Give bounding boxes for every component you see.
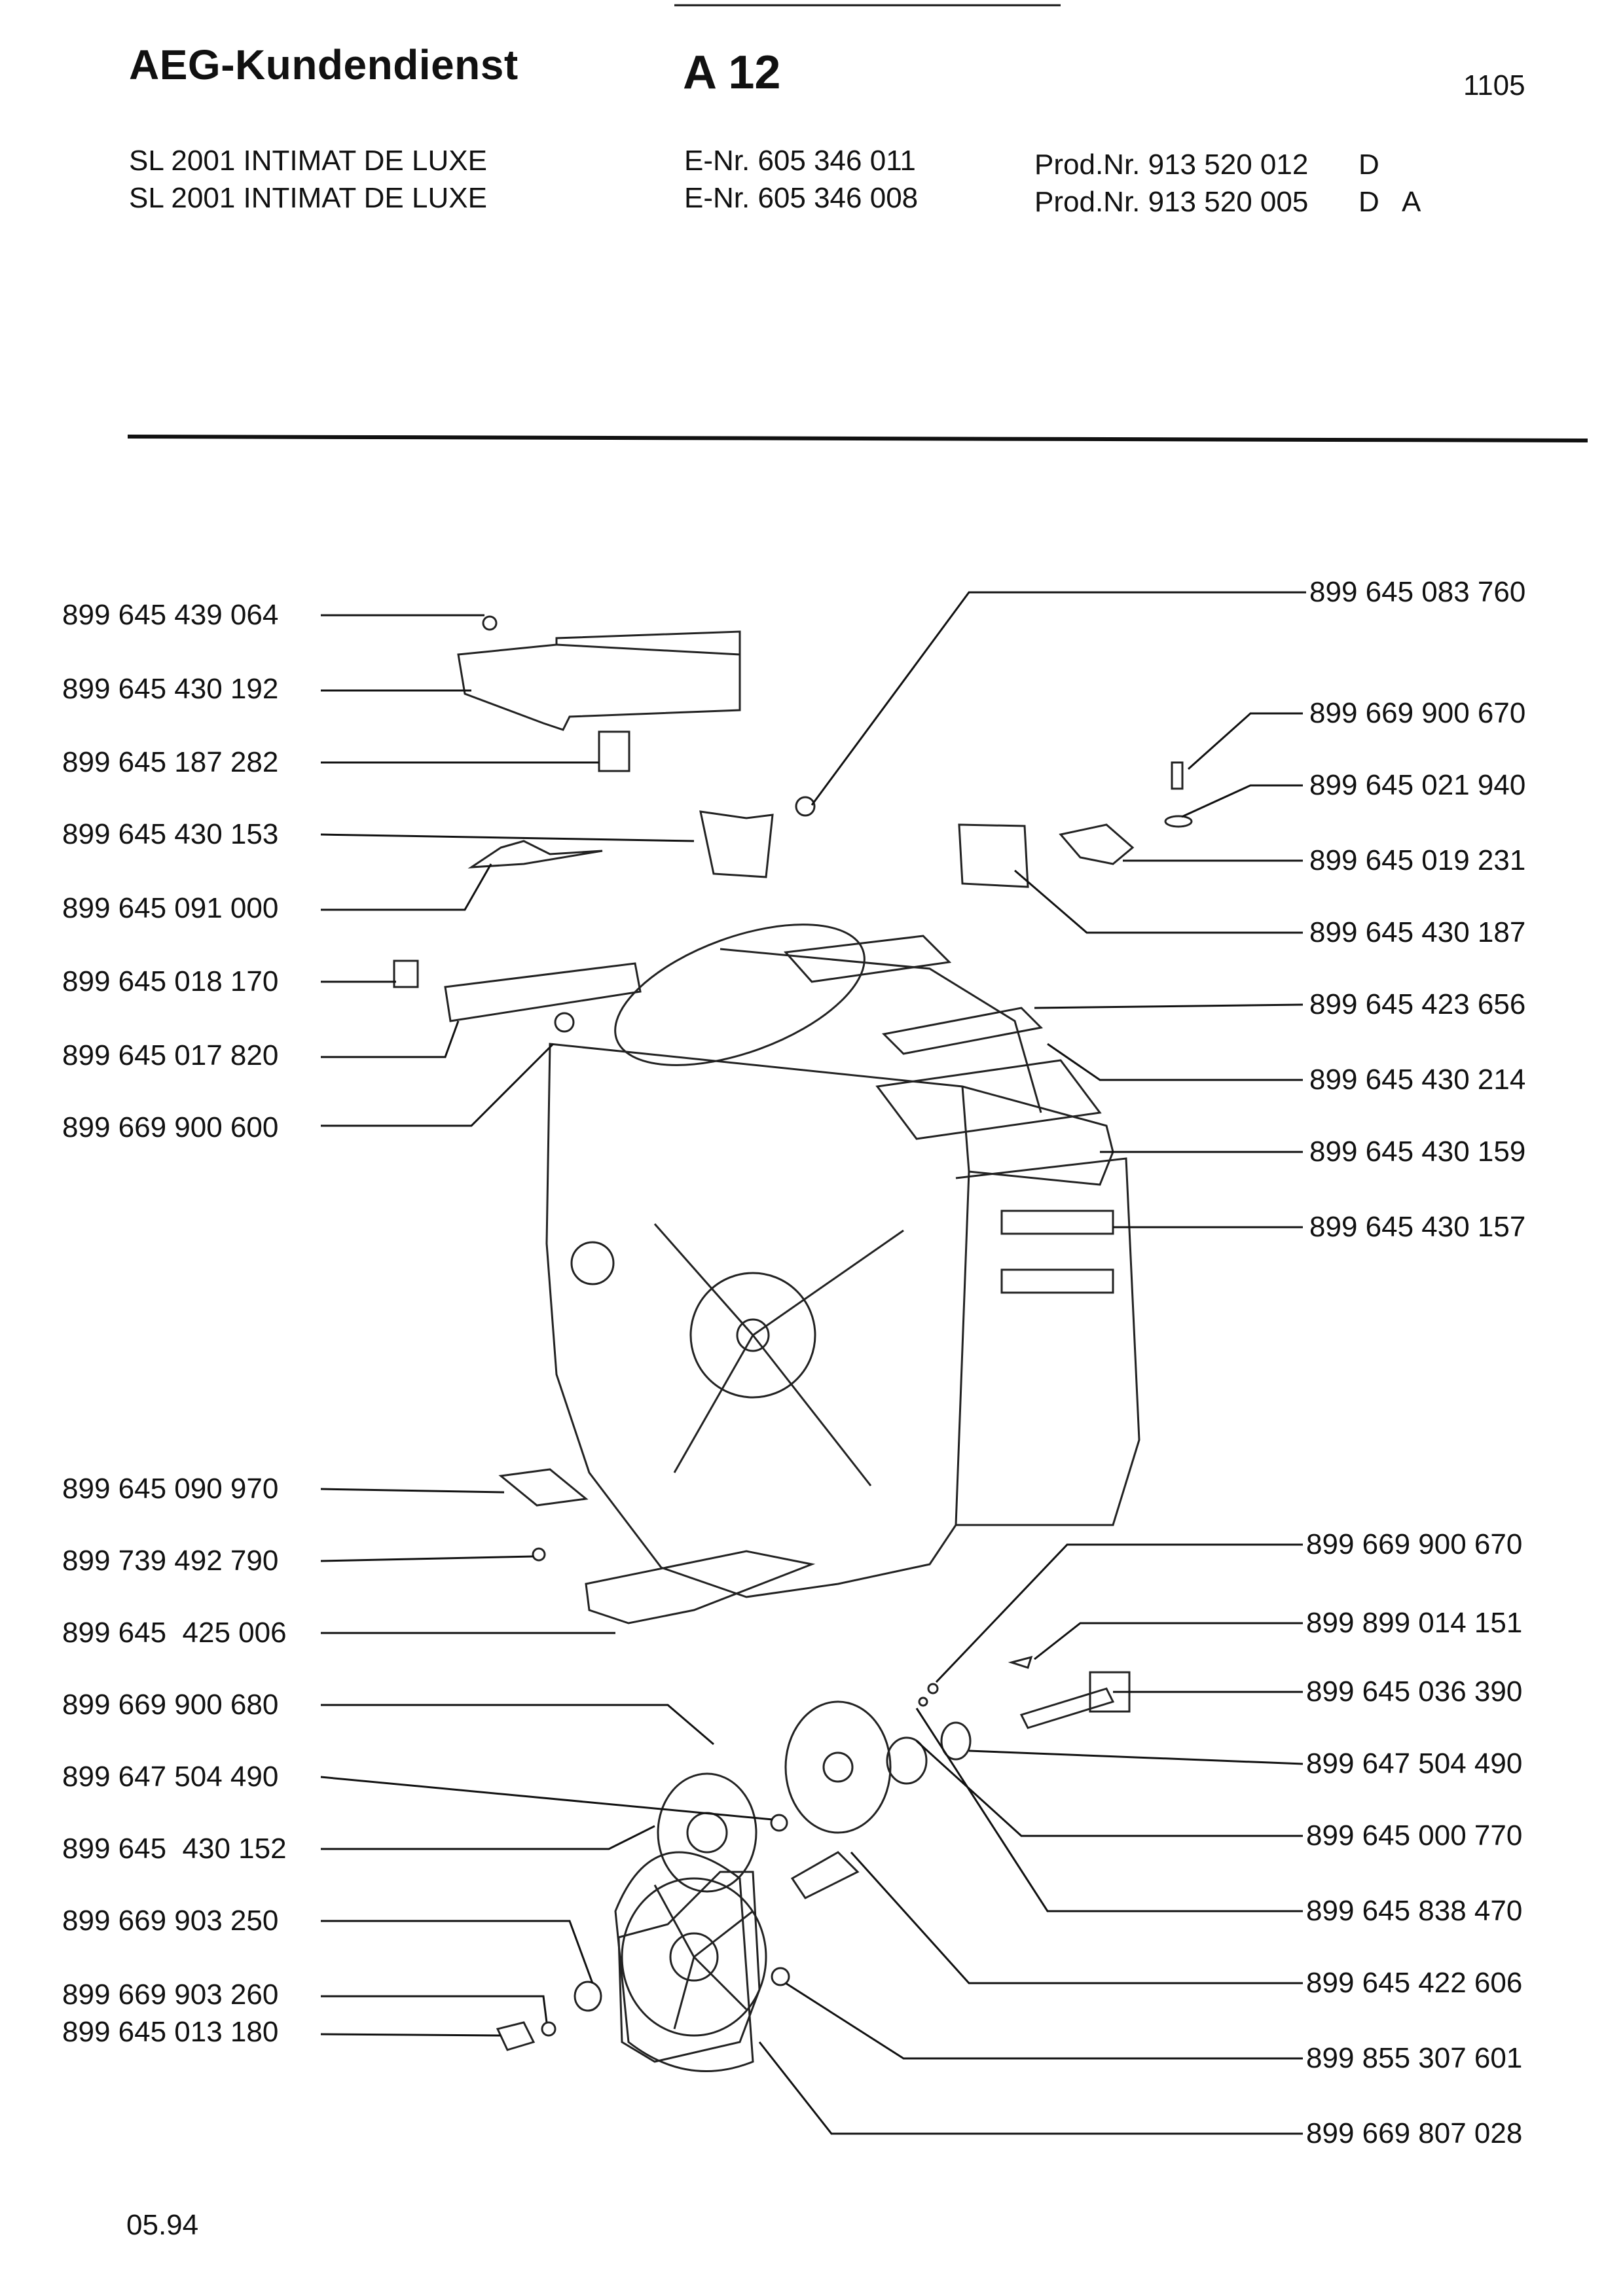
part-label-right-1: 899 645 083 760 [1309,576,1526,608]
part-label-left-14: 899 645 430 152 [62,1833,287,1865]
header-rule [127,435,1588,442]
shaft [1019,1687,1115,1729]
part-label-left-16: 899 669 903 260 [62,1979,279,2011]
part-label-right-13: 899 647 504 490 [1306,1748,1523,1780]
hub [689,1272,816,1399]
part-label-right-2: 899 669 900 670 [1309,697,1526,729]
belt [614,1851,754,2072]
brand-title: AEG-Kundendienst [129,41,519,88]
part-label-left-11: 899 645 425 006 [62,1617,287,1649]
part-label-left-5: 899 645 091 000 [62,892,279,924]
heater [585,1550,816,1624]
part-label-left-9: 899 645 090 970 [62,1473,279,1505]
part-label-right-16: 899 645 422 606 [1306,1967,1523,1999]
part-label-left-4: 899 645 430 153 [62,818,279,850]
lever-1 [467,840,603,869]
drum-cover-2 [881,1007,1044,1055]
part-label-left-12: 899 669 900 680 [62,1689,279,1721]
model-name-2: SL 2001 INTIMAT DE LUXE [129,182,487,214]
part-label-right-11: 899 899 014 151 [1306,1607,1523,1639]
part-label-right-9: 899 645 430 157 [1309,1211,1526,1243]
part-label-right-8: 899 645 430 159 [1309,1136,1526,1168]
part-label-left-2: 899 645 430 192 [62,673,279,705]
tub [545,1043,1114,1598]
part-label-left-8: 899 669 900 600 [62,1111,279,1143]
screw-top [482,615,498,631]
page-number: 1105 [1463,69,1525,101]
part-label-right-6: 899 645 423 656 [1309,988,1526,1020]
pulley-wheel [621,1877,767,2037]
leader-lines-right [758,591,1306,2135]
side-strip [444,962,642,1022]
pulley [617,1871,761,2063]
part-label-left-7: 899 645 017 820 [62,1039,279,1071]
part-label-right-18: 899 669 807 028 [1306,2117,1523,2149]
fitting-187 [958,823,1029,888]
top-bracket [457,630,741,731]
part-label-right-14: 899 645 000 770 [1306,1820,1523,1852]
part-label-right-7: 899 645 430 214 [1309,1064,1526,1096]
part-label-right-15: 899 645 838 470 [1306,1895,1523,1927]
prodnr-2: Prod.Nr. 913 520 005 [1034,186,1309,218]
country-2: D A [1359,186,1421,218]
drive-flange [784,1700,892,1834]
country-1: D [1359,149,1379,181]
part-label-right-10: 899 669 900 670 [1306,1528,1523,1560]
leader-lines-left [320,614,773,2037]
part-label-right-4: 899 645 019 231 [1309,844,1526,876]
part-label-right-5: 899 645 430 187 [1309,916,1526,948]
gear-wheel [657,1772,757,1893]
part-label-left-10: 899 739 492 790 [62,1545,279,1577]
heater-bracket [699,810,774,878]
enr-2: E-Nr. 605 346 008 [684,182,919,214]
fitting-019 [1059,823,1135,865]
model-name-1: SL 2001 INTIMAT DE LUXE [129,145,487,177]
part-label-right-3: 899 645 021 940 [1309,769,1526,801]
prodnr-1: Prod.Nr. 913 520 012 [1034,149,1309,181]
part-label-left-15: 899 669 903 250 [62,1905,279,1937]
issue-date: 05.94 [126,2209,199,2241]
part-label-right-17: 899 855 307 601 [1306,2042,1523,2074]
model-code: A 12 [683,46,781,99]
enr-1: E-Nr. 605 346 011 [684,145,916,177]
drum [614,924,866,1066]
part-label-left-3: 899 645 187 282 [62,746,279,778]
part-label-left-13: 899 647 504 490 [62,1761,279,1793]
part-label-left-17: 899 645 013 180 [62,2016,279,2048]
drum-cover-1 [783,935,952,983]
small-plate [598,730,630,772]
part-label-left-1: 899 645 439 064 [62,599,279,631]
part-label-left-6: 899 645 018 170 [62,965,279,997]
part-label-right-12: 899 645 036 390 [1306,1676,1523,1708]
